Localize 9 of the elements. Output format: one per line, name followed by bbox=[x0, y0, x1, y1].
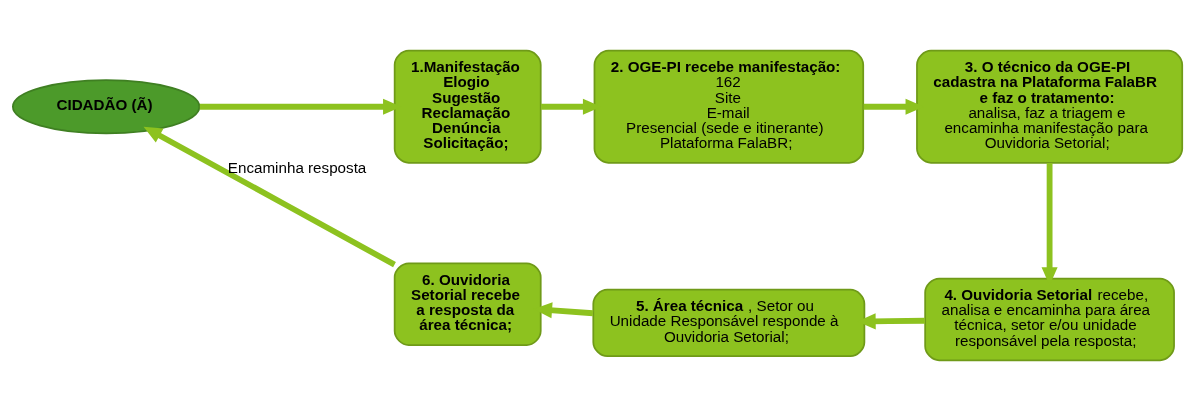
node-box: 6. Ouvidoria Setorial recebe a resposta da área técnica; bbox=[393, 261, 542, 346]
arrow bbox=[143, 126, 396, 267]
node-box: 1.Manifestação Elogio Sugestão Reclamação Denúncia Solicitação; bbox=[393, 49, 542, 164]
node-ellipse: CIDADÃO (Ã) bbox=[12, 78, 201, 134]
node-box: 5. Área técnica, Setor ou Unidade Responsável responde à Ouvidoria Setorial; bbox=[592, 288, 866, 357]
node-box: 3. O técnico da OGE-PI cadastra na Plataforma FalaBR e faz o tratamento: analisa, faz a triagem e encaminha manifestação para Ouvidoria Setorial; bbox=[916, 49, 1184, 164]
node-box: 2. OGE-PI recebe manifestação: 162 Site E-mail Presencial (sede e itinerante) Plataforma FalaBR; bbox=[593, 49, 865, 164]
node-box: 4. Ouvidoria Setorial recebe, analisa e encaminha para área técnica, setor e/ou unidade responsável pela resposta; bbox=[924, 277, 1175, 361]
edge-label: Encaminha resposta bbox=[227, 158, 367, 176]
